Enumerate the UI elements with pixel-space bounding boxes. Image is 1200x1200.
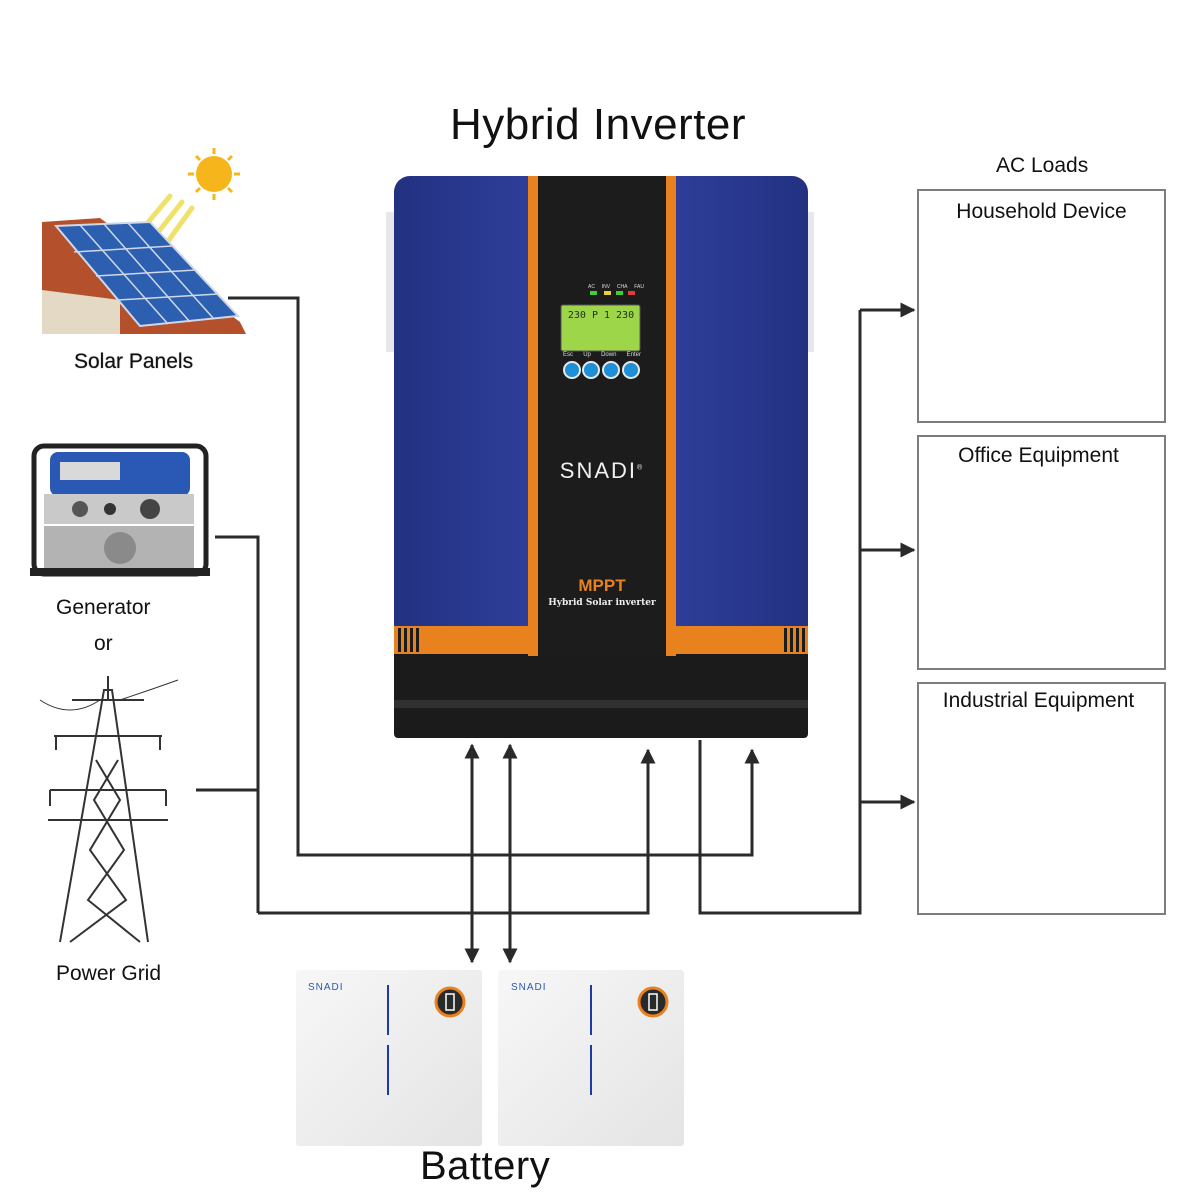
diagram-title: Hybrid Inverter [450,100,747,149]
led-inv [604,291,611,295]
led-ac [590,291,597,295]
enter-button [622,361,640,379]
esc-label: Esc [563,352,574,358]
inverter-brand-logo: SNADI® [559,458,645,483]
battery-label: Battery [420,1144,551,1188]
indicator-cha-label: CHA [616,284,628,290]
inverter-indicator-labels: AC INV CHA FAU [588,284,644,290]
household-device-box: Household Device [917,189,1166,423]
or-label: or [94,632,113,655]
office-equipment-label: Office Equipment [958,444,1119,467]
inverter-button-labels: Esc Up Down Enter [563,352,641,358]
wiring [196,296,916,964]
generator-wire [215,535,260,913]
office-equipment-box: Office Equipment [917,435,1166,670]
solar-panels-label: Solar Panels [74,350,194,373]
industrial-equipment-label: Industrial Equipment [942,689,1135,712]
inverter-subtitle: Hybrid Solar inverter [548,598,656,608]
ac-loads-heading: AC Loads [996,154,1089,177]
output-wire [698,310,862,915]
esc-button [563,361,581,379]
battery-unit-2 [498,970,684,1146]
down-button [602,361,620,379]
generator-illustration [30,443,210,577]
solar-panel-illustration [42,148,246,334]
led-cha [616,291,623,295]
battery-1-brand: SNADI [308,982,344,993]
solar-wire [228,296,760,857]
indicator-inv-label: INV [601,284,611,290]
inverter-brand-text: SNADI [559,458,638,483]
battery-2-power-icon [637,986,669,1018]
industrial-equipment-box: Industrial Equipment [917,682,1166,915]
led-fau [628,291,635,295]
indicator-ac-label: AC [588,284,595,290]
up-label: Up [583,352,591,358]
power-grid-label: Power Grid [56,962,162,985]
battery-unit-1 [296,970,482,1146]
power-tower-illustration [39,676,179,943]
down-label: Down [601,352,617,358]
up-button [582,361,600,379]
lcd-screen [560,304,641,352]
battery-1-power-icon [434,986,466,1018]
generator-label: Generator [56,596,151,619]
household-device-label: Household Device [956,200,1127,223]
mppt-label: MPPT [578,576,626,595]
hybrid-inverter [386,176,814,738]
indicator-fau-label: FAU [634,284,644,290]
battery-2-brand: SNADI [511,982,547,993]
ac-input-wire [258,748,656,915]
enter-label: Enter [626,352,641,358]
lcd-readout: 230 P 1 230 [567,310,635,321]
